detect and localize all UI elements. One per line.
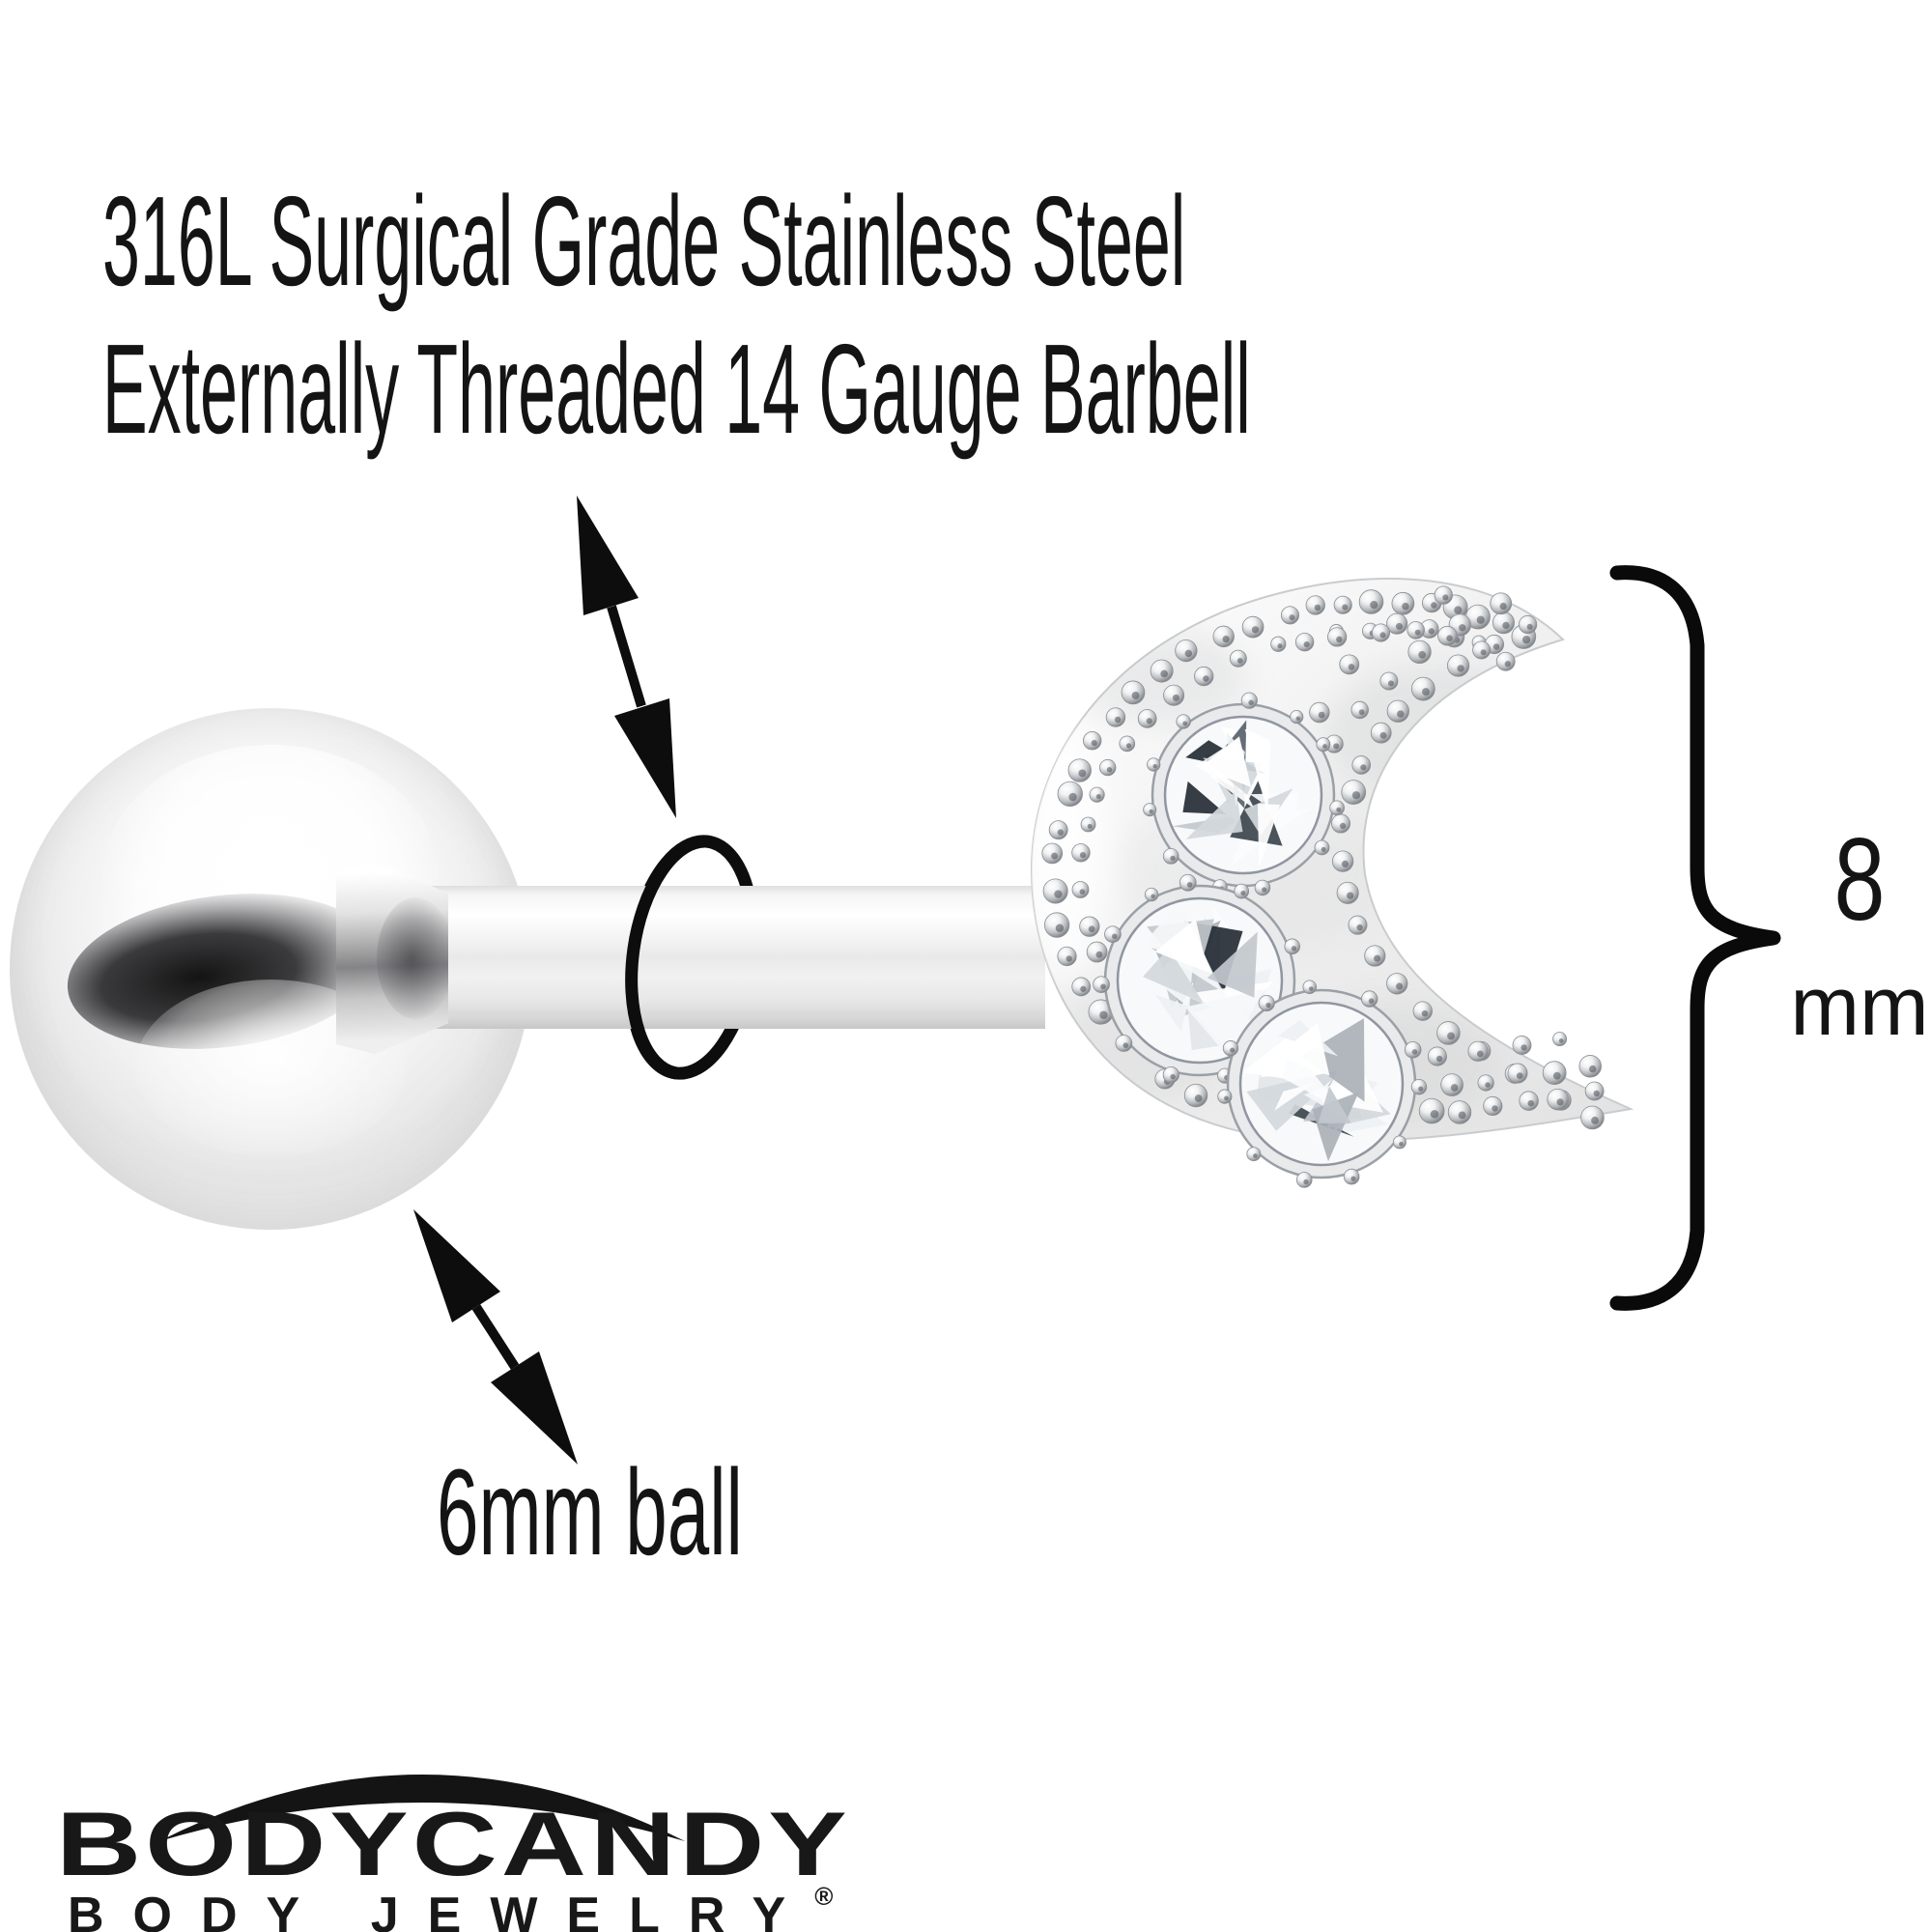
brand-tagline-text: BODY JEWELRY — [68, 1888, 815, 1932]
brand-tagline: BODY JEWELRY® — [68, 1884, 833, 1932]
height-value-label: 8 — [1833, 813, 1886, 945]
rotation-ellipse-front — [625, 835, 715, 1080]
brand-name: BODYCANDY — [56, 1793, 851, 1894]
crystal — [1143, 692, 1345, 896]
ball-size-label: 6mm ball — [437, 1444, 743, 1580]
height-brace-icon — [1609, 565, 1781, 1311]
spec-text-line1: 316L Surgical Grade Stainless Steel — [102, 170, 1186, 312]
height-unit-label: mm — [1790, 960, 1929, 1053]
barbell-collar — [336, 863, 448, 1054]
registered-mark: ® — [814, 1882, 834, 1911]
shaft-pointer-arrow-icon — [577, 496, 676, 818]
barbell-shaft — [379, 886, 1045, 1029]
ball-pointer-arrow-icon — [413, 1209, 578, 1464]
spec-text-line2: Externally Threaded 14 Gauge Barbell — [102, 318, 1251, 460]
moon-beads — [1041, 585, 1605, 1130]
logo-swoosh-icon — [159, 1775, 685, 1841]
crystal — [1217, 980, 1428, 1188]
collar-socket-shadow — [376, 896, 448, 1020]
